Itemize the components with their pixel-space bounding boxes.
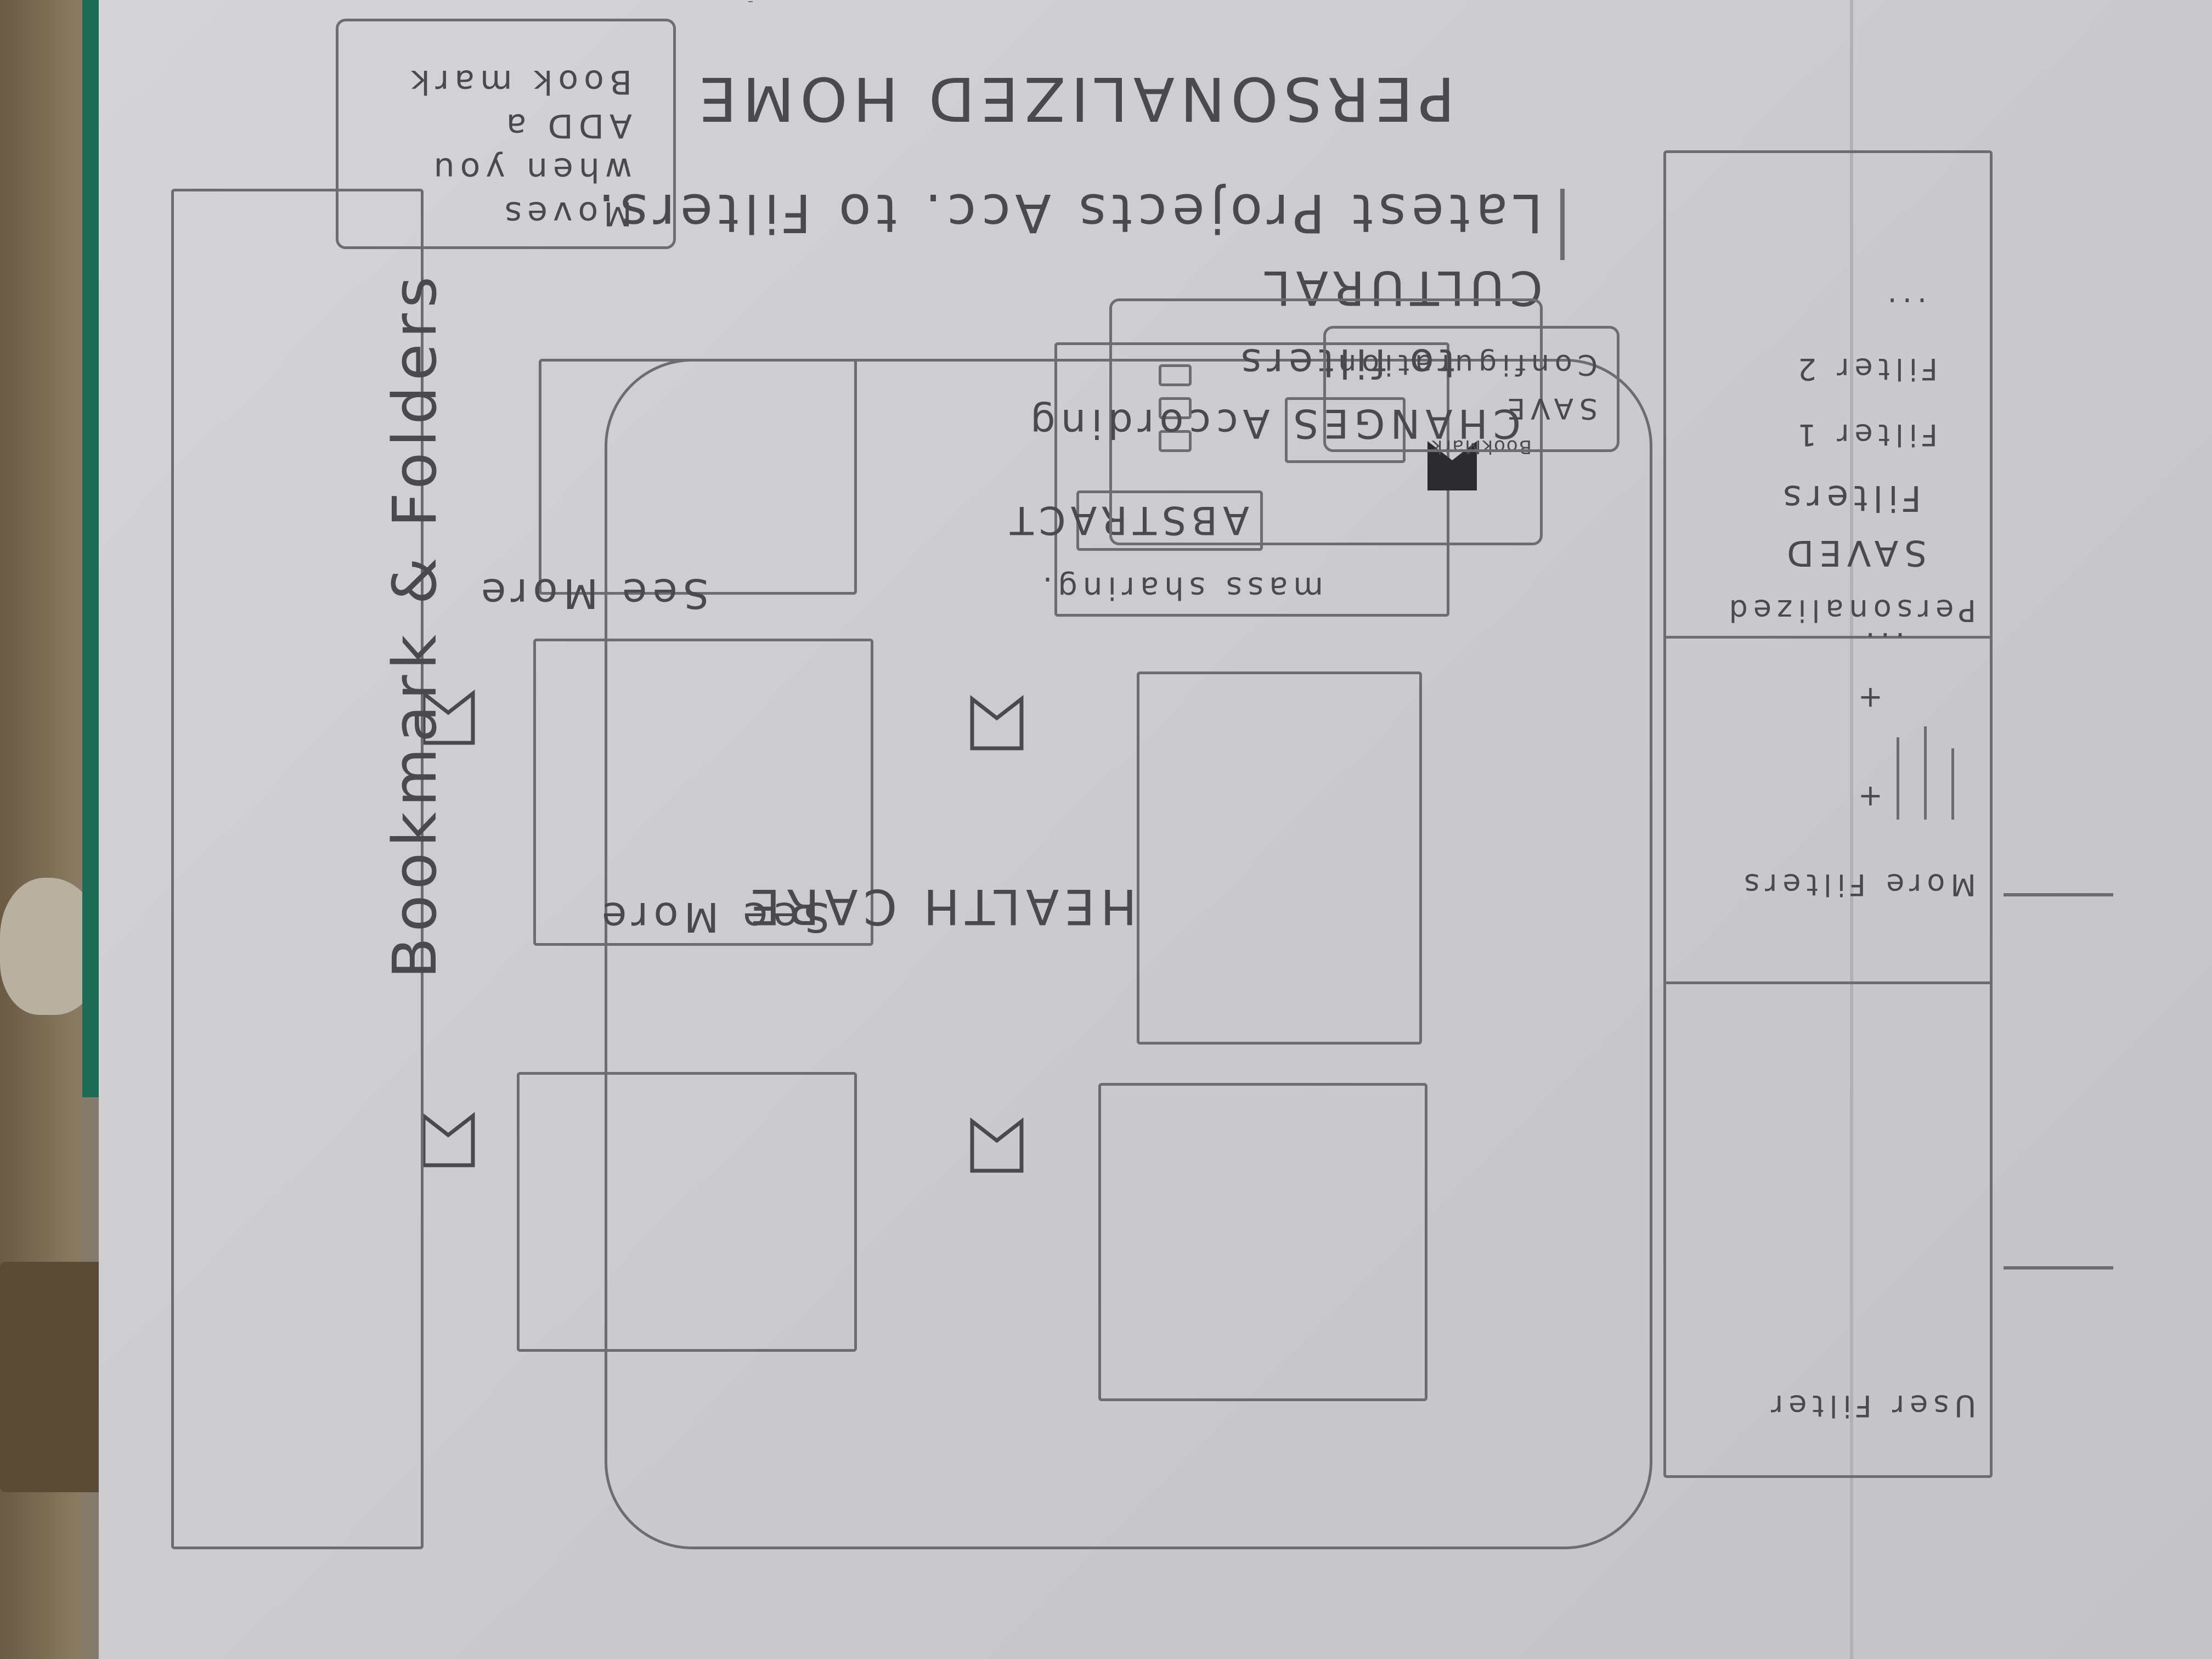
bookmark-icon[interactable] <box>1422 436 1482 496</box>
filters-label: Filters <box>1778 477 1921 518</box>
plus-icon[interactable]: + <box>1852 780 1883 814</box>
user-filter-label: User Filter <box>1765 1389 1976 1423</box>
saved-label: SAVED <box>1781 532 1927 573</box>
health-project-card[interactable] <box>1137 672 1422 1045</box>
bookmark-outline-icon[interactable] <box>418 686 478 748</box>
save-configuration-box[interactable] <box>1323 326 1620 452</box>
filter-panel[interactable] <box>1663 150 1993 1478</box>
filter-item[interactable]: Filter 1 <box>1792 417 1938 452</box>
bookmark-folders-title: Bookmark & Folders <box>380 270 450 979</box>
latest-projects-heading: Latest Projects Acc. to Filters. <box>592 182 1543 244</box>
filter-item-2[interactable]: Filter 2 <box>1792 352 1938 386</box>
moves-note-line3: ADD a <box>500 106 632 145</box>
arrow-icon-3 <box>2004 893 2113 896</box>
filter-divider <box>1663 636 1993 639</box>
bookmark-outline-icon-3[interactable] <box>967 691 1027 754</box>
moves-note-line2: when you <box>428 150 632 189</box>
bookmark-outline-icon-4[interactable] <box>967 1114 1027 1176</box>
paper-sheet <box>99 0 2212 1659</box>
featured-card-tag: mass sharing. <box>1037 570 1323 606</box>
filter-line-3 <box>1897 737 1899 820</box>
plus-icon-2[interactable]: + <box>1852 681 1883 715</box>
sketch-canvas: PERSONALIZED HOME Latest Projects Acc. t… <box>99 0 2212 1659</box>
project-card-3[interactable] <box>517 1072 857 1352</box>
moves-note-line4: Book mark <box>405 63 632 101</box>
personalized-label: Personalized <box>1723 593 1976 628</box>
bookmark-outline-icon-2[interactable] <box>418 1108 478 1171</box>
filter-ellipsis: ... <box>1882 291 1927 326</box>
arrow-icon <box>1560 189 1565 260</box>
see-more-link[interactable]: See More <box>596 893 830 940</box>
save-configuration-line2: Configuration <box>1333 348 1598 381</box>
save-configuration-line1: SAVE <box>1502 392 1598 425</box>
arrow-icon-2 <box>748 1 753 2</box>
page-fold <box>1850 0 1853 1659</box>
project-card[interactable] <box>539 359 857 595</box>
health-project-card-2[interactable] <box>1098 1083 1427 1401</box>
see-more-link-2[interactable]: See More <box>476 569 709 617</box>
page-title: PERSONALIZED HOME <box>693 64 1455 134</box>
filter-divider-2 <box>1663 981 1993 984</box>
more-filters-label[interactable]: More Filters <box>1739 867 1976 902</box>
filter-line <box>1951 748 1954 820</box>
moves-note-line1: Moves <box>499 194 632 233</box>
arrow-icon-4 <box>2004 1266 2113 1269</box>
filter-line-2 <box>1924 726 1927 820</box>
more-filters-ellipsis: ... <box>1860 626 1905 661</box>
